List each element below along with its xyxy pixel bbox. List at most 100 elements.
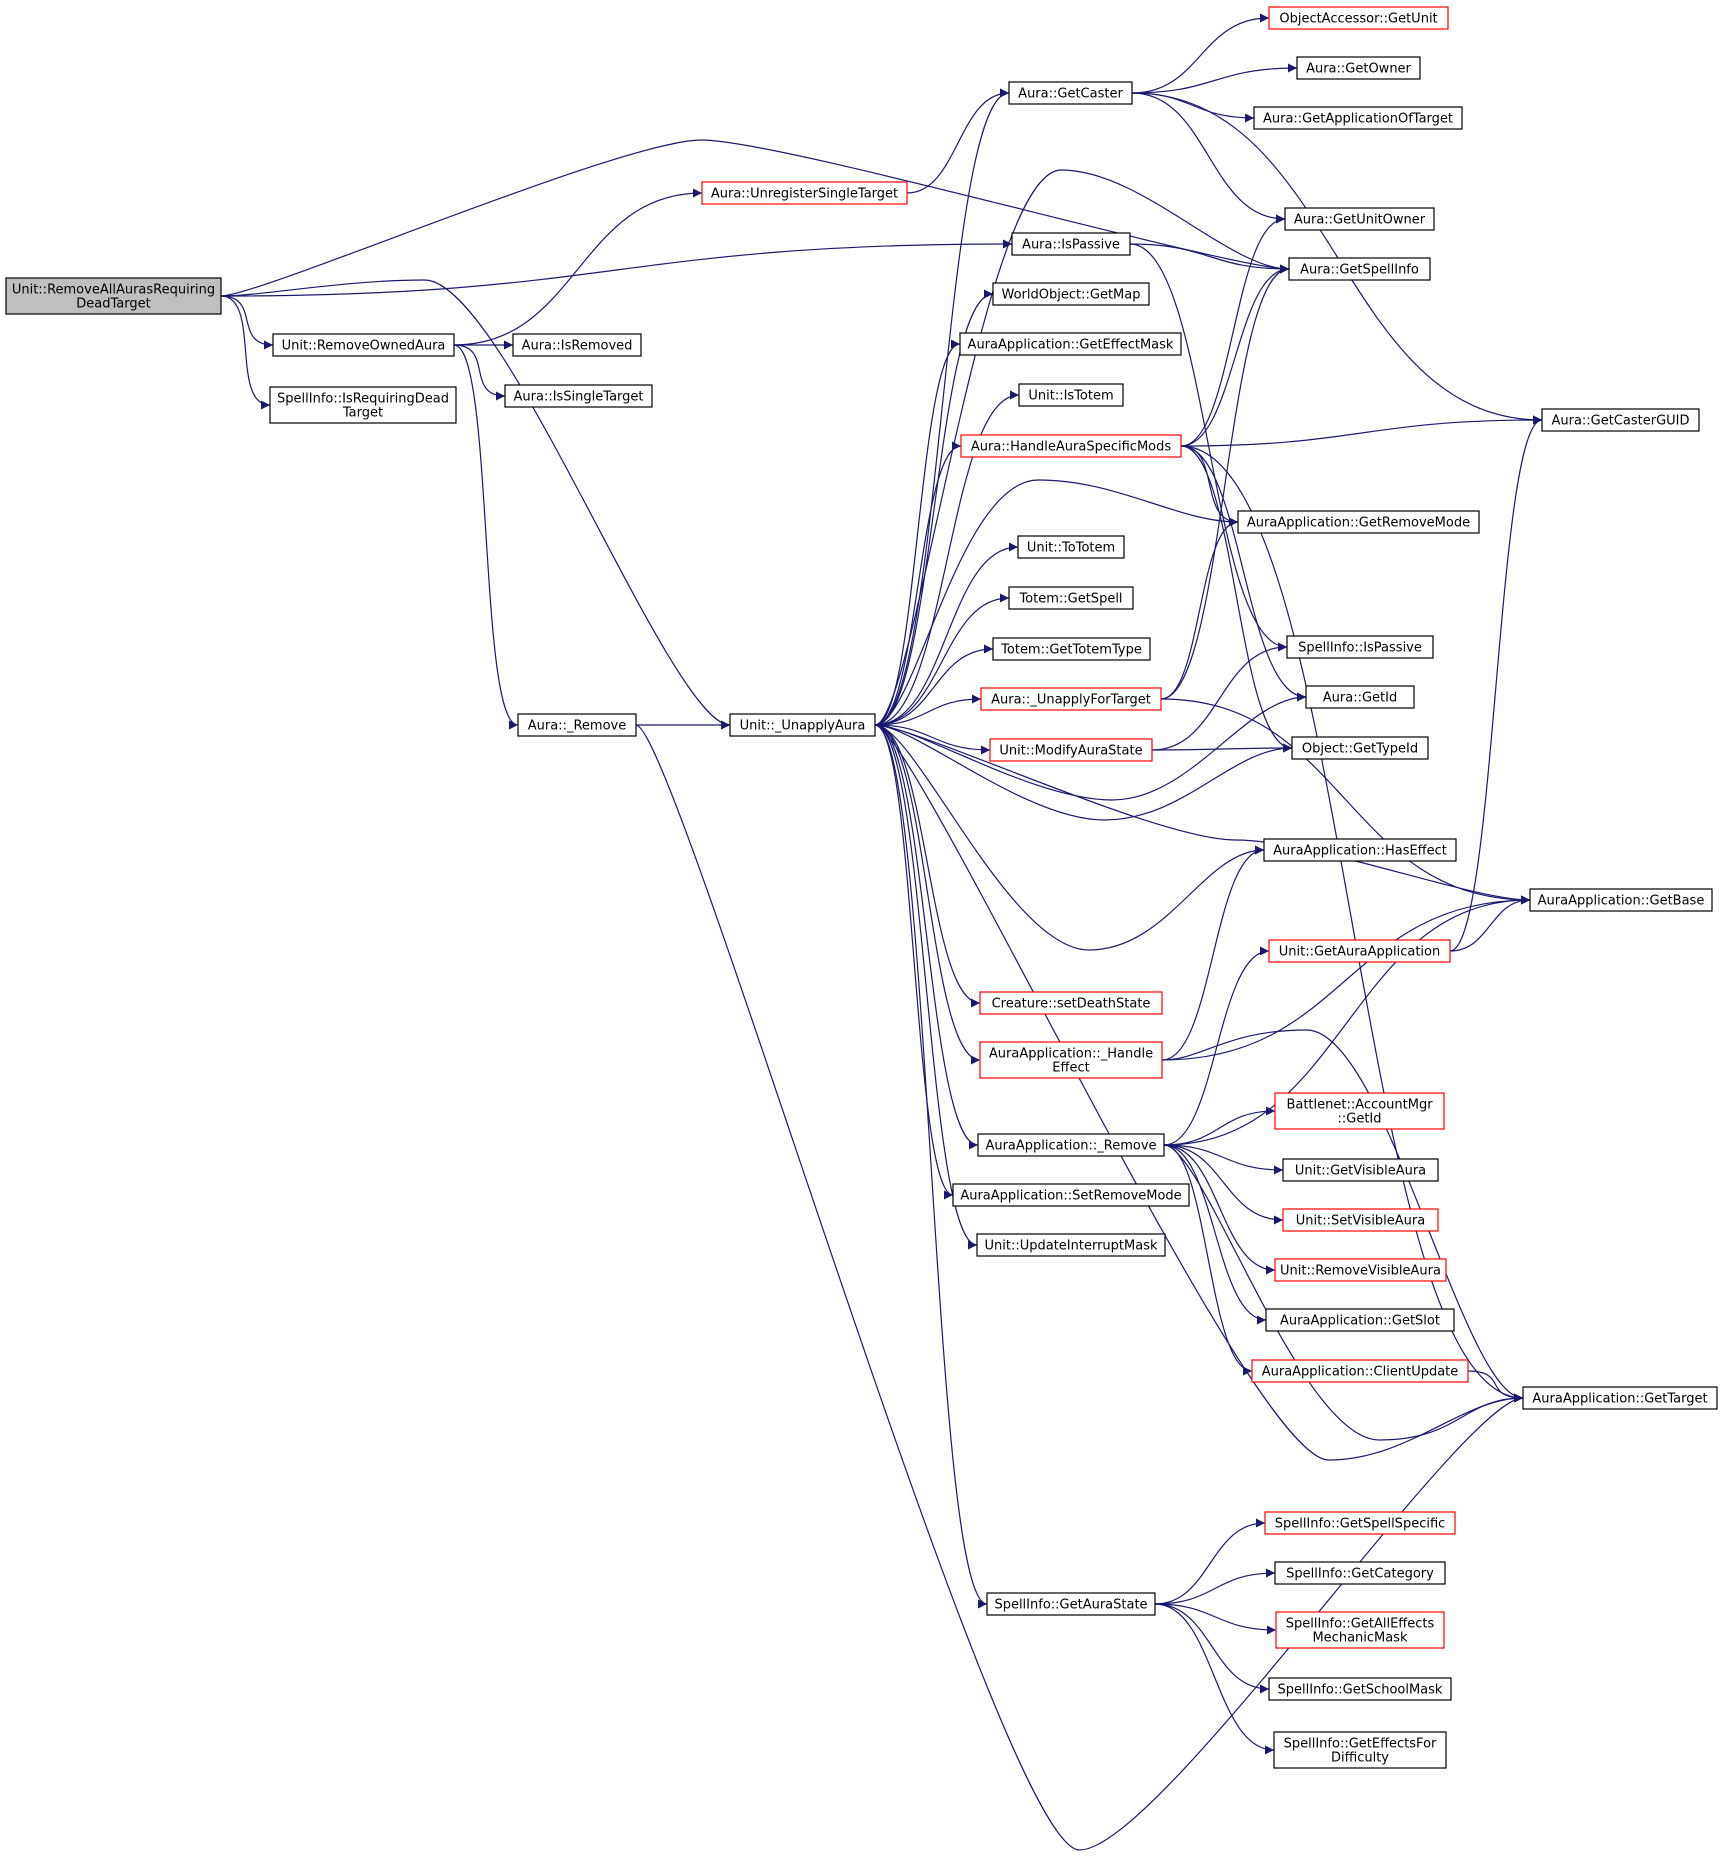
edge-unapplyAura-to-getRemoveMode bbox=[874, 479, 1239, 726]
node-removeVisibleAura[interactable]: Unit::RemoveVisibleAura bbox=[1274, 1258, 1447, 1282]
edge-unapplyAura-to-auraGetId bbox=[874, 692, 1307, 801]
node-label: Aura::IsSingleTarget bbox=[514, 390, 644, 405]
node-getCaster[interactable]: Aura::GetCaster bbox=[1008, 81, 1133, 105]
node-appRemove[interactable]: AuraApplication::_Remove bbox=[977, 1133, 1165, 1157]
node-totemGetSpell[interactable]: Totem::GetSpell bbox=[1008, 586, 1134, 610]
edge-modifyAuraState-to-getTypeId bbox=[1151, 743, 1293, 753]
node-getCasterGUID[interactable]: Aura::GetCasterGUID bbox=[1541, 408, 1700, 432]
node-label: Aura::GetSpellInfo bbox=[1300, 263, 1419, 278]
node-accountMgrGetId[interactable]: Battlenet::AccountMgr::GetId bbox=[1274, 1092, 1445, 1130]
node-getSpellSpecific[interactable]: SpellInfo::GetSpellSpecific bbox=[1264, 1511, 1456, 1535]
edge-handleAuraSpecificMods-to-getCasterGUID bbox=[1180, 415, 1543, 447]
node-handleAuraSpecificMods[interactable]: Aura::HandleAuraSpecificMods bbox=[960, 434, 1182, 458]
node-setDeathState[interactable]: Creature::setDeathState bbox=[979, 991, 1163, 1015]
node-getSlot[interactable]: AuraApplication::GetSlot bbox=[1265, 1308, 1455, 1332]
node-removeOwnedAura[interactable]: Unit::RemoveOwnedAura bbox=[272, 333, 455, 357]
node-objGetUnit[interactable]: ObjectAccessor::GetUnit bbox=[1268, 6, 1449, 30]
node-hasEffect[interactable]: AuraApplication::HasEffect bbox=[1263, 838, 1457, 862]
node-box bbox=[1284, 207, 1435, 231]
node-getTotemType[interactable]: Totem::GetTotemType bbox=[992, 637, 1151, 661]
edge-unapplyAura-to-getTypeId bbox=[874, 724, 1293, 821]
node-label: Aura::HandleAuraSpecificMods bbox=[971, 440, 1172, 455]
node-getSchoolMask[interactable]: SpellInfo::GetSchoolMask bbox=[1268, 1677, 1452, 1701]
node-updateInterruptMask[interactable]: Unit::UpdateInterruptMask bbox=[976, 1233, 1166, 1257]
node-box bbox=[1275, 1611, 1445, 1649]
node-modifyAuraState[interactable]: Unit::ModifyAuraState bbox=[989, 738, 1153, 762]
edge-unapplyForTarget-to-getSpellInfo bbox=[1160, 264, 1290, 700]
node-setRemoveMode[interactable]: AuraApplication::SetRemoveMode bbox=[952, 1183, 1190, 1207]
node-getTypeId[interactable]: Object::GetTypeId bbox=[1291, 736, 1429, 760]
node-label: SpellInfo::GetAllEffects bbox=[1286, 1617, 1435, 1632]
node-setVisibleAura[interactable]: Unit::SetVisibleAura bbox=[1282, 1208, 1439, 1232]
edge-unapplyAura-to-getBase bbox=[874, 724, 1531, 905]
node-getSpellInfo[interactable]: Aura::GetSpellInfo bbox=[1288, 257, 1431, 281]
node-box bbox=[1265, 1308, 1455, 1332]
node-getBase[interactable]: AuraApplication::GetBase bbox=[1529, 888, 1713, 912]
edge-removeOwnedAura-to-isSingleTarget bbox=[453, 344, 506, 401]
node-label: Aura::GetApplicationOfTarget bbox=[1263, 112, 1453, 127]
node-getTarget[interactable]: AuraApplication::GetTarget bbox=[1522, 1386, 1718, 1410]
node-box bbox=[986, 1592, 1156, 1616]
node-label: AuraApplication::GetTarget bbox=[1532, 1392, 1707, 1407]
node-getApplicationOfTarget[interactable]: Aura::GetApplicationOfTarget bbox=[1253, 106, 1463, 130]
edge-unapplyForTarget-to-getBase bbox=[1160, 698, 1531, 905]
node-label: Unit::ToTotem bbox=[1027, 541, 1115, 556]
node-getVisibleAura[interactable]: Unit::GetVisibleAura bbox=[1282, 1158, 1439, 1182]
node-getOwner[interactable]: Aura::GetOwner bbox=[1296, 56, 1421, 80]
node-label: Creature::setDeathState bbox=[992, 997, 1151, 1012]
edge-handleAuraSpecificMods-to-getTarget bbox=[1180, 445, 1524, 1403]
node-box bbox=[1274, 1092, 1445, 1130]
node-box bbox=[960, 434, 1182, 458]
node-label: Target bbox=[342, 406, 383, 421]
node-getAuraState[interactable]: SpellInfo::GetAuraState bbox=[986, 1592, 1156, 1616]
node-isSingleTarget[interactable]: Aura::IsSingleTarget bbox=[504, 384, 653, 408]
node-isTotem[interactable]: Unit::IsTotem bbox=[1018, 383, 1124, 407]
node-getAuraApplication[interactable]: Unit::GetAuraApplication bbox=[1268, 939, 1451, 963]
node-auraGetId[interactable]: Aura::GetId bbox=[1305, 685, 1415, 709]
node-box bbox=[272, 333, 455, 357]
node-box bbox=[1522, 1386, 1718, 1410]
node-label: Totem::GetSpell bbox=[1018, 592, 1122, 607]
node-getCategory[interactable]: SpellInfo::GetCategory bbox=[1274, 1561, 1446, 1585]
edge-appRemove-to-getSlot bbox=[1163, 1144, 1267, 1325]
edge-unapplyAura-to-setDeathState bbox=[874, 724, 981, 1008]
edge-unapplyAura-to-getAuraState bbox=[874, 724, 988, 1609]
node-isPassive[interactable]: Aura::IsPassive bbox=[1011, 232, 1131, 256]
node-getUnitOwner[interactable]: Aura::GetUnitOwner bbox=[1284, 207, 1435, 231]
edge-getCaster-to-getCasterGUID bbox=[1131, 92, 1543, 425]
node-unapplyAura[interactable]: Unit::_UnapplyAura bbox=[729, 713, 876, 737]
node-getMap[interactable]: WorldObject::GetMap bbox=[992, 282, 1150, 306]
edge-unapplyAura-to-getTotemType bbox=[874, 644, 994, 726]
edge-unapplyAura-to-getSpellInfo bbox=[874, 169, 1290, 726]
node-box bbox=[992, 637, 1151, 661]
node-box bbox=[1011, 232, 1131, 256]
node-label: AuraApplication::GetEffectMask bbox=[968, 338, 1174, 353]
node-label: Aura::GetCaster bbox=[1018, 87, 1123, 102]
node-label: Effect bbox=[1052, 1061, 1089, 1076]
node-label: Aura::IsRemoved bbox=[522, 339, 633, 354]
node-box bbox=[952, 1183, 1190, 1207]
node-box bbox=[1253, 106, 1463, 130]
edge-layer bbox=[220, 13, 1543, 1851]
node-label: Aura::_UnapplyForTarget bbox=[991, 693, 1151, 708]
node-layer: Unit::RemoveAllAurasRequiringDeadTargetU… bbox=[5, 6, 1718, 1769]
node-clientUpdate[interactable]: AuraApplication::ClientUpdate bbox=[1251, 1359, 1469, 1383]
node-auraRemove[interactable]: Aura::_Remove bbox=[517, 713, 637, 737]
edge-handleEffect-to-hasEffect bbox=[1161, 845, 1265, 1061]
node-isRemoved[interactable]: Aura::IsRemoved bbox=[512, 333, 642, 357]
node-getRemoveMode[interactable]: AuraApplication::GetRemoveMode bbox=[1237, 510, 1480, 534]
edge-unapplyAura-to-toTotem bbox=[874, 542, 1019, 726]
node-toTotem[interactable]: Unit::ToTotem bbox=[1017, 535, 1125, 559]
node-unapplyForTarget[interactable]: Aura::_UnapplyForTarget bbox=[980, 687, 1162, 711]
edge-unapplyAura-to-getMap bbox=[874, 289, 994, 726]
node-box bbox=[1008, 586, 1134, 610]
node-unregisterSingleTarget[interactable]: Aura::UnregisterSingleTarget bbox=[701, 181, 908, 205]
node-spellIsPassive[interactable]: SpellInfo::IsPassive bbox=[1286, 635, 1434, 659]
node-getEffectMask[interactable]: AuraApplication::GetEffectMask bbox=[959, 332, 1182, 356]
node-label: AuraApplication::GetRemoveMode bbox=[1247, 516, 1470, 531]
